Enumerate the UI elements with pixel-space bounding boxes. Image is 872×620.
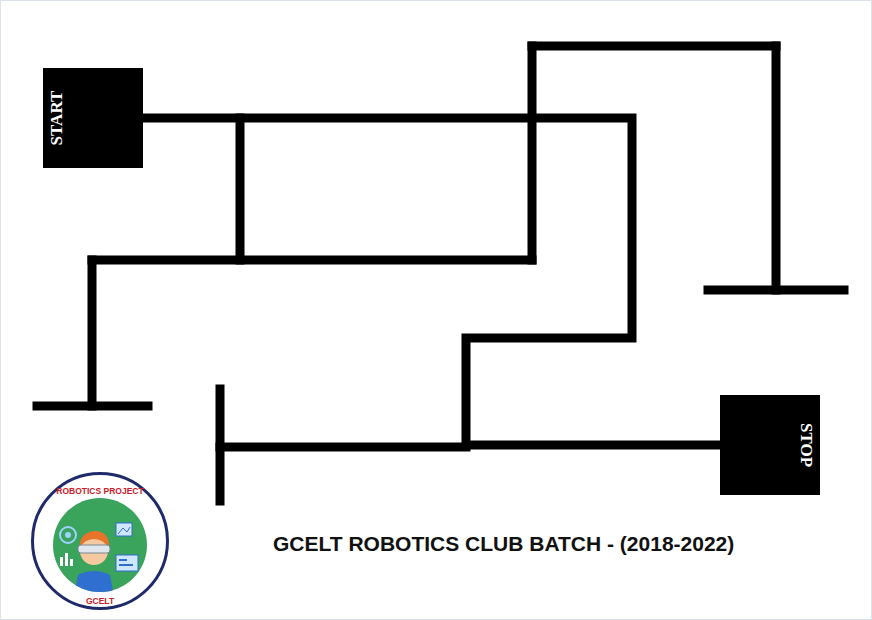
diagram-title: GCELT ROBOTICS CLUB BATCH - (2018-2022) [273, 532, 734, 556]
track-path [143, 118, 720, 445]
stop-box: STOP [720, 395, 820, 495]
start-box: START [43, 68, 143, 168]
terminal-label: START [47, 91, 67, 146]
logo-text: ROBOTICS PROJECT [34, 486, 166, 496]
club-logo: ROBOTICS PROJECT GCELT [31, 472, 169, 610]
logo-text: GCELT [34, 596, 166, 606]
terminal-label: STOP [796, 423, 816, 467]
